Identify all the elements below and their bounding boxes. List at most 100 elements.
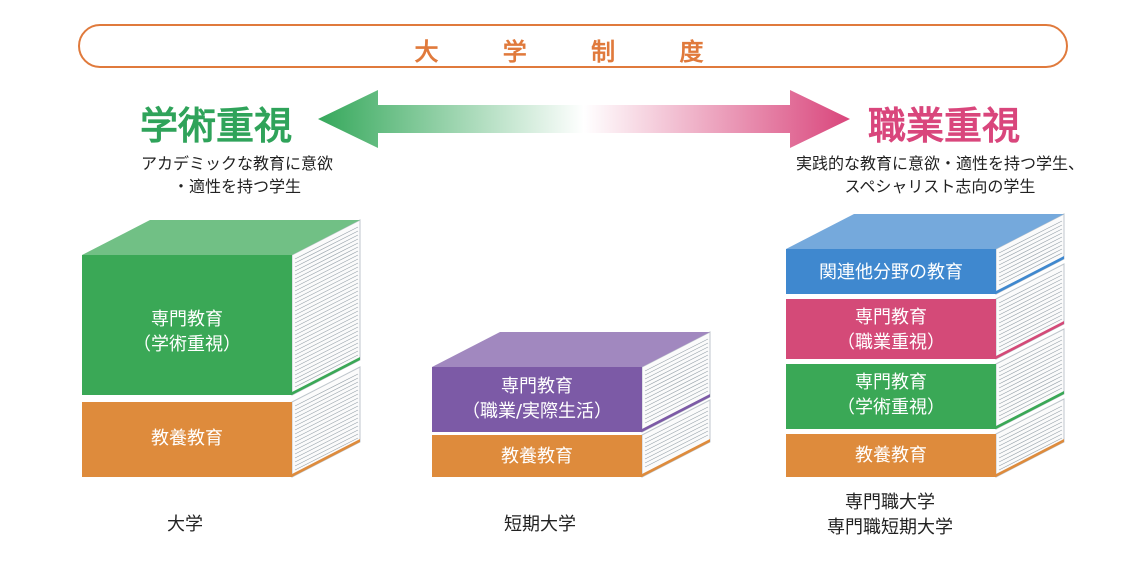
page-line: [294, 409, 359, 443]
page-line: [998, 318, 1063, 352]
page-line: [294, 389, 359, 423]
page-line: [998, 270, 1063, 304]
page-line: [294, 266, 359, 300]
segment-label-professional-vocational: 専門教育 （職業重視）: [786, 305, 996, 355]
book-front: [82, 402, 292, 477]
page-line: [998, 433, 1063, 467]
page-line: [644, 418, 709, 452]
page-line: [294, 338, 359, 372]
page-line: [644, 342, 709, 376]
segment-label-junior-liberal: 教養教育: [432, 444, 642, 469]
page-line: [644, 414, 709, 448]
page-line: [294, 298, 359, 332]
page-line: [998, 298, 1063, 332]
page-line: [998, 252, 1063, 286]
page-line: [294, 393, 359, 427]
page-line: [644, 390, 709, 424]
page-line: [644, 430, 709, 464]
segment-line: 専門教育: [151, 309, 223, 330]
page-line: [998, 248, 1063, 282]
book-spine-edge: [642, 439, 710, 477]
academic-desc-line: ・適性を持つ学生: [172, 177, 301, 196]
page-line: [294, 286, 359, 320]
page-line: [644, 338, 709, 372]
page-line: [294, 282, 359, 316]
segment-line: （職業重視）: [837, 332, 945, 353]
page-line: [644, 410, 709, 444]
page-line: [998, 417, 1063, 451]
vocational-desc-line: 実践的な教育に意欲・適性を持つ学生、: [795, 154, 1084, 173]
page-line: [998, 274, 1063, 308]
page-line: [294, 401, 359, 435]
page-line: [294, 274, 359, 308]
page-line: [294, 262, 359, 296]
page-line: [998, 244, 1063, 278]
page-line: [294, 250, 359, 284]
page-line: [998, 405, 1063, 439]
page-line: [294, 417, 359, 451]
page-line: [644, 426, 709, 460]
vocational-focus-title: 職業重視: [868, 104, 1021, 148]
page-line: [998, 339, 1063, 373]
page-line: [998, 429, 1063, 463]
page-line: [294, 437, 359, 471]
institution-line: 大学: [167, 514, 203, 535]
segment-line: 教養教育: [151, 428, 223, 449]
page-line: [998, 367, 1063, 401]
page-line: [998, 387, 1063, 421]
book-spine-edge: [996, 256, 1064, 294]
book-spine-edge: [996, 439, 1064, 477]
book-spine-edge: [996, 391, 1064, 429]
book-front: [786, 364, 996, 429]
page-line: [644, 346, 709, 380]
page-line: [998, 306, 1063, 340]
page-line: [294, 322, 359, 356]
institution-line: 専門職短期大学: [827, 517, 953, 538]
page-line: [294, 425, 359, 459]
page-line: [998, 220, 1063, 254]
page-line: [998, 359, 1063, 393]
book-spine-edge: [292, 357, 360, 395]
segment-line: 関連他分野の教育: [819, 262, 963, 283]
academic-student-description: アカデミックな教育に意欲 ・適性を持つ学生: [112, 152, 362, 198]
page-line: [998, 314, 1063, 348]
page-line: [644, 378, 709, 412]
segment-label-university-liberal: 教養教育: [82, 426, 292, 451]
page-line: [998, 335, 1063, 369]
academic-desc-line: アカデミックな教育に意欲: [140, 154, 333, 173]
vocational-desc-line: スペシャリスト志向の学生: [844, 177, 1036, 196]
page-line: [294, 330, 359, 364]
page-line: [998, 232, 1063, 266]
book-top: [82, 220, 360, 255]
page-line: [294, 294, 359, 328]
page-line: [998, 286, 1063, 320]
page-line: [998, 240, 1063, 274]
page-line: [998, 375, 1063, 409]
segment-label-university-specialized: 専門教育 （学術重視）: [82, 307, 292, 357]
institution-label-professional: 専門職大学 専門職短期大学: [800, 490, 980, 540]
page-line: [998, 278, 1063, 312]
page-line: [998, 294, 1063, 328]
segment-label-professional-academic: 専門教育 （学術重視）: [786, 370, 996, 420]
book-front: [786, 249, 996, 294]
page-line: [998, 363, 1063, 397]
page-line: [294, 354, 359, 388]
book-front: [432, 367, 642, 432]
page-line: [294, 310, 359, 344]
page-line: [998, 437, 1063, 471]
page-line: [998, 421, 1063, 455]
page-line: [644, 350, 709, 384]
page-line: [644, 362, 709, 396]
page-line: [998, 351, 1063, 385]
page-line: [998, 383, 1063, 417]
page-line: [294, 278, 359, 312]
book-front: [82, 255, 292, 395]
institution-line: 短期大学: [504, 514, 576, 535]
segment-line: 専門教育: [501, 376, 573, 397]
page-line: [294, 226, 359, 260]
page-line: [294, 334, 359, 368]
page-line: [644, 382, 709, 416]
academic-focus-title: 学術重視: [140, 104, 293, 148]
